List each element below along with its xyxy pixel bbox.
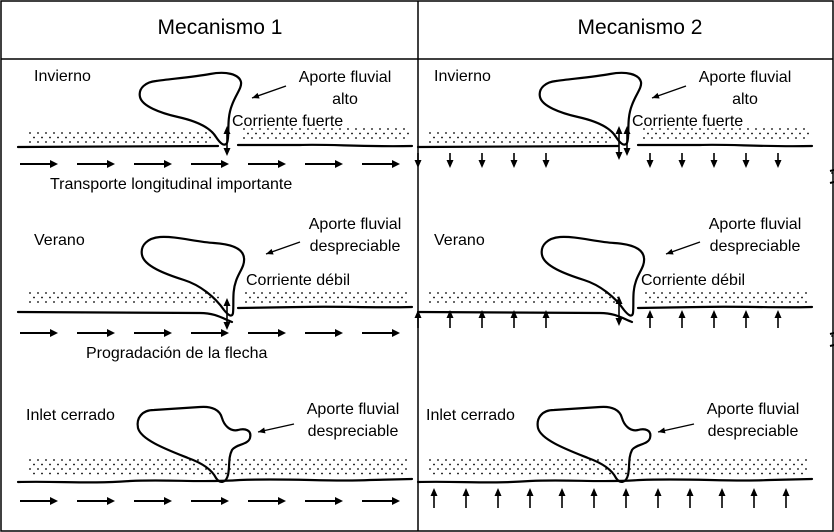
aporte-label-m1-inlet-line2: despreciable (288, 423, 418, 441)
shoreline-invierno-left-m2 (418, 146, 618, 147)
offshore-arrow-invierno-m2-1 (415, 153, 422, 168)
onshore-arrow-inlet-m2-9 (687, 488, 694, 508)
lagoon-inlet-m2 (538, 407, 651, 482)
onshore-arrow-inlet-m2-12 (783, 488, 790, 508)
longshore-arrow-m1-row1-7 (362, 160, 400, 168)
barrier-inlet-m2 (429, 459, 807, 474)
offshore-arrow-invierno-m2-2 (447, 153, 454, 168)
caption-m1-verano: Progradación de la flecha (86, 345, 267, 363)
aporte-label-m1-verano-line1: Aporte fluvial (290, 216, 420, 234)
onshore-arrow-verano-m2-10 (775, 310, 782, 328)
offshore-arrow-invierno-m2-9 (743, 153, 750, 168)
lagoon-verano-m2 (542, 237, 644, 316)
offshore-arrow-invierno-m2-8 (711, 153, 718, 168)
longshore-arrow-m1-row2-6 (305, 329, 343, 337)
onshore-arrow-verano-m2-7 (679, 310, 686, 328)
longshore-arrow-m1-row2-5 (248, 329, 286, 337)
lagoon-inlet-m1 (138, 407, 251, 482)
longshore-arrow-m1-row1-3 (134, 160, 172, 168)
season-label-m1-verano: Verano (34, 232, 85, 250)
offshore-arrow-invierno-m2-4 (511, 153, 518, 168)
shoreline-inlet-m2 (418, 479, 812, 482)
aporte-label-m1-inlet-line1: Aporte fluvial (288, 401, 418, 419)
aporte-label-m1-invierno-line1: Aporte fluvial (280, 69, 410, 87)
offshore-arrow-invierno-m2-5 (543, 153, 550, 168)
onshore-arrow-verano-m2-9 (743, 310, 750, 328)
barrier-invierno-left-m2 (429, 132, 611, 143)
season-label-m1-inlet-cerrado: Inlet cerrado (26, 407, 115, 425)
shoreline-verano-right-m2 (638, 307, 812, 308)
longshore-arrow-m1-row1-5 (248, 160, 286, 168)
longshore-arrow-m1-row2-1 (20, 329, 58, 337)
shoreline-invierno-right-m1 (238, 145, 412, 146)
longshore-arrow-m1-row3-3 (134, 497, 172, 505)
barrier-verano-left-m1 (29, 292, 219, 303)
header-mecanismo-2: Mecanismo 2 (540, 16, 740, 40)
longshore-arrow-m1-row2-7 (362, 329, 400, 337)
barrier-verano-right-m2 (645, 292, 807, 303)
aporte-label-m1-invierno-line2: alto (280, 91, 410, 109)
season-label-m1-invierno: Invierno (34, 68, 91, 86)
onshore-arrow-verano-m2-6 (647, 310, 654, 328)
onshore-arrow-inlet-m2-8 (655, 488, 662, 508)
panels-layer (18, 73, 834, 508)
longshore-arrow-m1-row2-3 (134, 329, 172, 337)
onshore-arrow-inlet-m2-6 (591, 488, 598, 508)
season-label-m2-verano: Verano (434, 232, 485, 250)
aporte-label-m2-inlet-line1: Aporte fluvial (688, 401, 818, 419)
inlet-flow-invierno-m1 (224, 126, 231, 156)
onshore-arrow-inlet-m2-5 (559, 488, 566, 508)
onshore-arrow-verano-m2-8 (711, 310, 718, 328)
caption-m1-invierno: Transporte longitudinal importante (50, 176, 292, 194)
longshore-arrow-m1-row1-2 (77, 160, 115, 168)
corriente-label-m2-verano: Corriente débil (641, 272, 745, 290)
longshore-arrow-m1-row3-2 (77, 497, 115, 505)
longshore-arrow-m1-row1-1 (20, 160, 58, 168)
aporte-label-m2-verano-line1: Aporte fluvial (690, 216, 820, 234)
onshore-arrow-inlet-m2-4 (527, 488, 534, 508)
corriente-label-m2-invierno: Corriente fuerte (632, 113, 743, 131)
longshore-arrow-m1-row3-5 (248, 497, 286, 505)
shoreline-verano-right-m1 (238, 307, 412, 308)
onshore-arrow-inlet-m2-11 (751, 488, 758, 508)
aporte-label-m2-invierno-line1: Aporte fluvial (680, 69, 810, 87)
onshore-arrow-inlet-m2-1 (431, 488, 438, 508)
corriente-label-m1-invierno: Corriente fuerte (232, 113, 343, 131)
barrier-verano-right-m1 (245, 292, 407, 303)
offshore-arrow-invierno-m2-7 (679, 153, 686, 168)
season-label-m2-invierno: Invierno (434, 68, 491, 86)
onshore-arrow-inlet-m2-3 (495, 488, 502, 508)
longshore-arrow-m1-row3-4 (191, 497, 229, 505)
shoreline-invierno-right-m2 (638, 145, 812, 146)
offshore-arrow-invierno-m2-3 (479, 153, 486, 168)
panel-m2 (415, 73, 834, 508)
offshore-arrow-invierno-m2-10 (775, 153, 782, 168)
barrier-verano-left-m2 (429, 292, 619, 303)
aporte-label-m2-verano-line2: despreciable (690, 238, 820, 256)
onshore-arrow-inlet-m2-7 (623, 488, 630, 508)
longshore-arrow-m1-row1-4 (191, 160, 229, 168)
aporte-label-m2-invierno-line2: alto (680, 91, 810, 109)
header-mecanismo-1: Mecanismo 1 (120, 16, 320, 40)
inlet-flow-invierno-m2 (624, 126, 631, 156)
longshore-arrow-m1-row3-6 (305, 497, 343, 505)
shoreline-inlet-m1 (18, 479, 412, 482)
season-label-m2-inlet-cerrado: Inlet cerrado (426, 407, 515, 425)
onshore-arrow-inlet-m2-2 (463, 488, 470, 508)
corriente-label-m1-verano: Corriente débil (246, 272, 350, 290)
barrier-inlet-m1 (29, 459, 407, 474)
longshore-arrow-m1-row2-4 (191, 329, 229, 337)
longshore-arrow-m1-row3-1 (20, 497, 58, 505)
shoreline-invierno-left-m1 (18, 146, 218, 147)
offshore-arrow-invierno-m2-6 (647, 153, 654, 168)
aporte-label-m2-inlet-line2: despreciable (688, 423, 818, 441)
aporte-label-m1-verano-line2: despreciable (290, 238, 420, 256)
longshore-arrow-m1-row1-6 (305, 160, 343, 168)
longshore-arrow-m1-row2-2 (77, 329, 115, 337)
onshore-arrow-inlet-m2-10 (719, 488, 726, 508)
longshore-arrow-m1-row3-7 (362, 497, 400, 505)
shoreline-verano-left-m1 (18, 312, 232, 322)
barrier-invierno-left-m1 (29, 132, 211, 143)
